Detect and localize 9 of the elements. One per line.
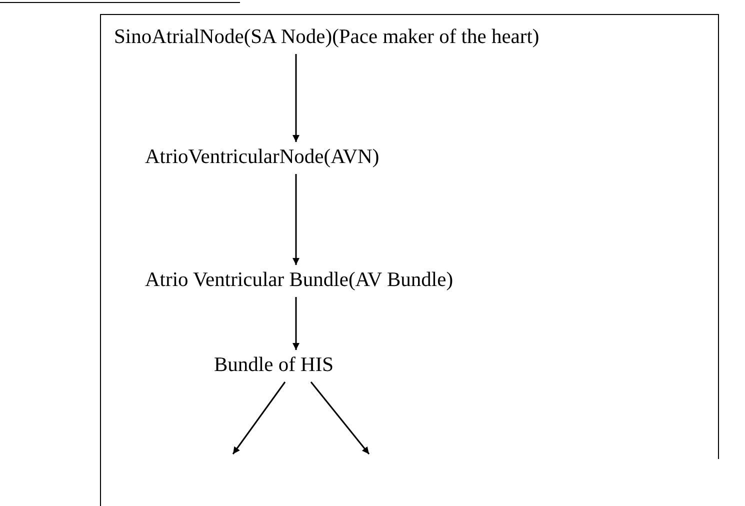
node-label: Bundle of HIS	[214, 352, 334, 378]
node-label: SinoAtrialNode(SA Node)(Pace maker of the heart)	[114, 24, 540, 50]
arrow	[292, 174, 300, 265]
arrow	[292, 54, 300, 142]
arrow	[310, 382, 370, 454]
node-label: Atrio Ventricular Bundle(AV Bundle)	[145, 267, 454, 293]
node-label: AtrioVentricularNode(AVN)	[145, 144, 380, 170]
arrow	[232, 382, 286, 454]
arrow	[292, 297, 300, 350]
